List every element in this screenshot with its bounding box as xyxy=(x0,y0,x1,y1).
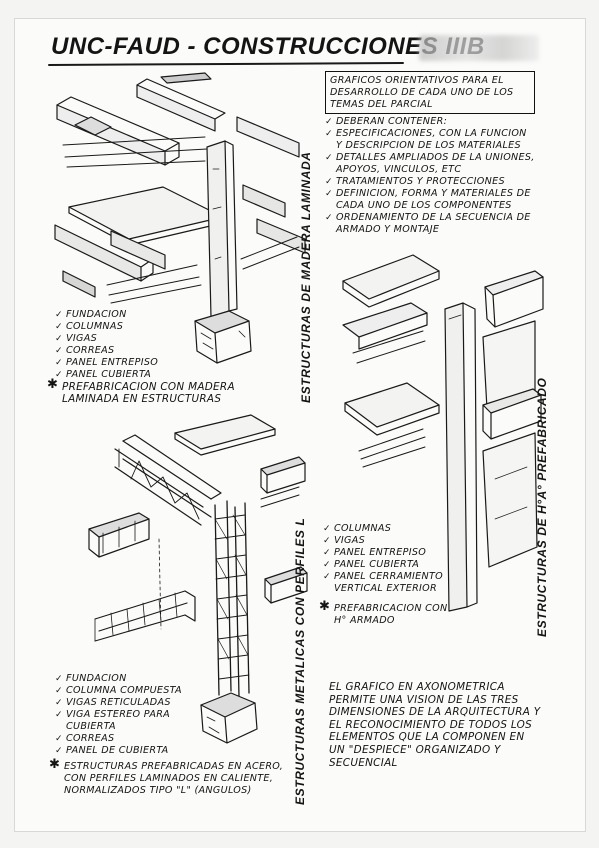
redacted-stamp xyxy=(419,35,539,61)
steel-structure-sketch xyxy=(89,415,307,743)
concrete-item: PANEL CUBIERTA xyxy=(323,559,443,571)
steel-item: PANEL DE CUBIERTA xyxy=(55,745,211,757)
steel-components-list: FUNDACION COLUMNA COMPUESTA VIGAS RETICU… xyxy=(55,673,211,757)
requirement-item: ORDENAMIENTO DE LA SECUENCIA DE ARMADO Y… xyxy=(325,212,535,236)
requirements-intro: GRAFICOS ORIENTATIVOS PARA EL DESARROLLO… xyxy=(325,71,535,114)
timber-item: CORREAS xyxy=(55,345,205,357)
steel-item: VIGAS RETICULADAS xyxy=(55,697,211,709)
concrete-item: COLUMNAS xyxy=(323,523,443,535)
steel-item: COLUMNA COMPUESTA xyxy=(55,685,211,697)
closing-paragraph: EL GRAFICO EN AXONOMETRICA PERMITE UNA V… xyxy=(329,681,541,769)
concrete-item: VIGAS xyxy=(323,535,443,547)
timber-item: FUNDACION xyxy=(55,309,205,321)
concrete-note: PREFABRICACION CON H° ARMADO xyxy=(319,601,456,627)
requirement-item: DEFINICION, FORMA Y MATERIALES DE CADA U… xyxy=(325,188,535,212)
requirement-item: DEBERAN CONTENER: xyxy=(325,116,535,128)
timber-note: PREFABRICACION CON MADERA LAMINADA EN ES… xyxy=(47,379,292,405)
timber-item: PANEL ENTREPISO xyxy=(55,357,205,369)
requirement-item: DETALLES AMPLIADOS DE LA UNIONES, APOYOS… xyxy=(325,152,535,176)
concrete-item: PANEL CERRAMIENTO VERTICAL EXTERIOR xyxy=(323,571,443,595)
concrete-item: PANEL ENTREPISO xyxy=(323,547,443,559)
requirements-box: GRAFICOS ORIENTATIVOS PARA EL DESARROLLO… xyxy=(325,71,535,236)
steel-vertical-title: ESTRUCTURAS METALICAS CON PERFILES L xyxy=(293,517,307,805)
requirements-list: DEBERAN CONTENER: ESPECIFICACIONES, CON … xyxy=(325,116,535,236)
steel-item: VIGA ESTEREO PARA CUBIERTA xyxy=(55,709,211,733)
steel-item: CORREAS xyxy=(55,733,211,745)
timber-components-list: FUNDACION COLUMNAS VIGAS CORREAS PANEL E… xyxy=(55,309,205,381)
timber-item: VIGAS xyxy=(55,333,205,345)
drawing-sheet: UNC-FAUD - CONSTRUCCIONES IIIB xyxy=(14,18,586,832)
timber-item: PANEL CUBIERTA xyxy=(55,369,205,381)
sketch-drawings xyxy=(15,19,585,831)
precast-concrete-sketch xyxy=(343,255,543,611)
timber-vertical-title: ESTRUCTURAS DE MADERA LAMINADA xyxy=(299,151,313,403)
concrete-vertical-title: ESTRUCTURAS DE H°A° PREFABRICADO xyxy=(535,377,549,637)
steel-note: ESTRUCTURAS PREFABRICADAS EN ACERO, CON … xyxy=(49,759,294,797)
page-title: UNC-FAUD - CONSTRUCCIONES IIIB xyxy=(51,33,485,60)
requirement-item: TRATAMIENTOS Y PROTECCIONES xyxy=(325,176,535,188)
concrete-components-list: COLUMNAS VIGAS PANEL ENTREPISO PANEL CUB… xyxy=(323,523,443,595)
steel-item: FUNDACION xyxy=(55,673,211,685)
timber-structure-sketch xyxy=(55,73,305,363)
timber-item: COLUMNAS xyxy=(55,321,205,333)
requirement-item: ESPECIFICACIONES, CON LA FUNCION Y DESCR… xyxy=(325,128,535,152)
